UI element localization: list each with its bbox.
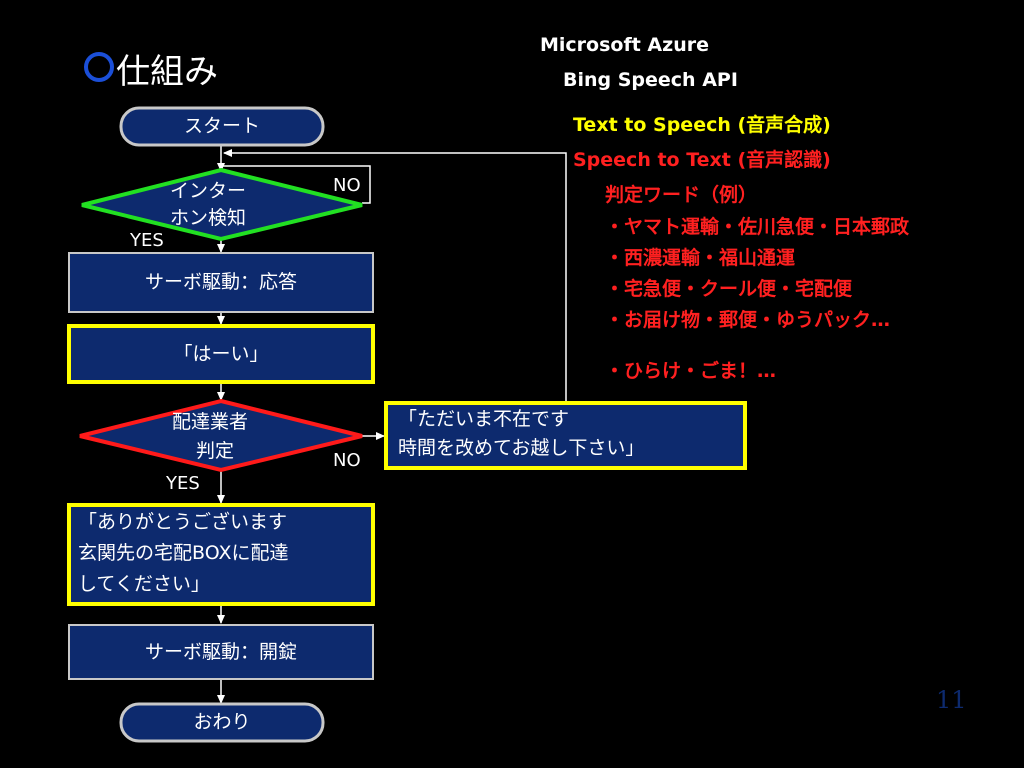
keyword-item: ・西濃運輸・福山通運 xyxy=(605,247,796,269)
branch-no-label-2: NO xyxy=(333,450,361,471)
keyword-item: ・お届け物・郵便・ゆうパック… xyxy=(605,309,891,331)
branch-yes-label-2: YES xyxy=(166,473,200,494)
courier-label-2: 判定 xyxy=(196,440,235,462)
start-node xyxy=(119,106,325,147)
courier-decision xyxy=(79,398,363,473)
keyword-item: ・宅急便・クール便・宅配便 xyxy=(605,278,853,300)
loop-no-intercom xyxy=(221,165,371,204)
absent-label-1: 「ただいま不在です xyxy=(398,408,570,430)
stt-text: Speech to Text (音声認識) xyxy=(573,149,831,171)
servo-answer-label: サーボ駆動：応答 xyxy=(144,271,297,293)
circle-bullet-icon xyxy=(84,52,114,82)
absent-box xyxy=(384,401,747,470)
hai-box xyxy=(67,324,375,384)
servo-unlock-label: サーボ駆動：開錠 xyxy=(144,641,297,663)
servo-unlock-box xyxy=(68,624,374,680)
intercom-label-2: ホン検知 xyxy=(170,207,247,229)
branch-no-label-1: NO xyxy=(333,175,361,196)
servo-answer-box xyxy=(68,252,374,313)
thanks-label-3: してください」 xyxy=(78,573,210,595)
end-label: おわり xyxy=(193,711,251,733)
absent-label-2: 時間を改めてお越し下さい」 xyxy=(398,437,645,459)
start-label: スタート xyxy=(183,115,260,137)
keyword-item: ・ヤマト運輸・佐川急便・日本郵政 xyxy=(605,216,910,238)
end-node xyxy=(119,702,325,743)
slide-title: 仕組み xyxy=(116,52,218,92)
ms-azure-text: Microsoft Azure xyxy=(540,34,709,56)
intercom-decision xyxy=(81,167,363,242)
page-number: 11 xyxy=(936,686,967,714)
bing-speech-text: Bing Speech API xyxy=(563,69,738,91)
hai-label: 「はーい」 xyxy=(173,343,269,365)
intercom-label-1: インター xyxy=(170,180,247,202)
thanks-label-1: 「ありがとうございます xyxy=(78,511,288,533)
branch-yes-label-1: YES xyxy=(130,230,164,251)
thanks-box xyxy=(67,503,375,606)
loop-absent-back xyxy=(223,149,567,402)
tts-text: Text to Speech (音声合成) xyxy=(573,114,831,136)
thanks-label-2: 玄関先の宅配BOXに配達 xyxy=(78,542,289,564)
keywords-heading: 判定ワード（例） xyxy=(605,184,758,206)
keyword-item: ・ひらけ・ごま！… xyxy=(605,360,777,382)
courier-label-1: 配達業者 xyxy=(172,411,249,433)
